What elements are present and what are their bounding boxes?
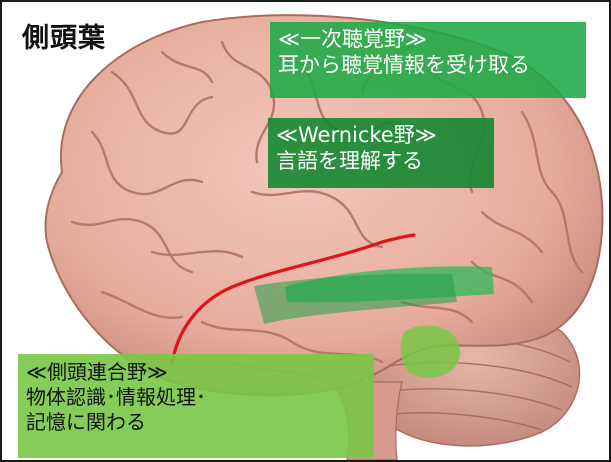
temporal-association-region-small: [400, 325, 461, 378]
temporal-association-label-box: ≪側頭連合野≫ 物体認識･情報処理･ 記憶に関わる: [18, 354, 374, 458]
temporal-association-line2: 物体認識･情報処理･: [26, 385, 206, 409]
wernicke-heading: ≪Wernicke野≫: [276, 123, 437, 147]
wernicke-label-box: ≪Wernicke野≫ 言語を理解する: [268, 118, 494, 188]
primary-auditory-heading: ≪一次聴覚野≫: [278, 27, 427, 51]
lateral-sulcus-line: [170, 233, 416, 366]
primary-auditory-description: 耳から聴覚情報を受け取る: [278, 53, 530, 78]
temporal-association-heading: ≪側頭連合野≫: [26, 360, 168, 384]
temporal-association-line3: 記憶に関わる: [26, 410, 146, 434]
wernicke-description: 言語を理解する: [276, 149, 423, 174]
wernicke-region: [254, 273, 457, 324]
page-title: 側頭葉: [22, 23, 106, 54]
primary-auditory-label-box: ≪一次聴覚野≫ 耳から聴覚情報を受け取る: [270, 22, 586, 98]
